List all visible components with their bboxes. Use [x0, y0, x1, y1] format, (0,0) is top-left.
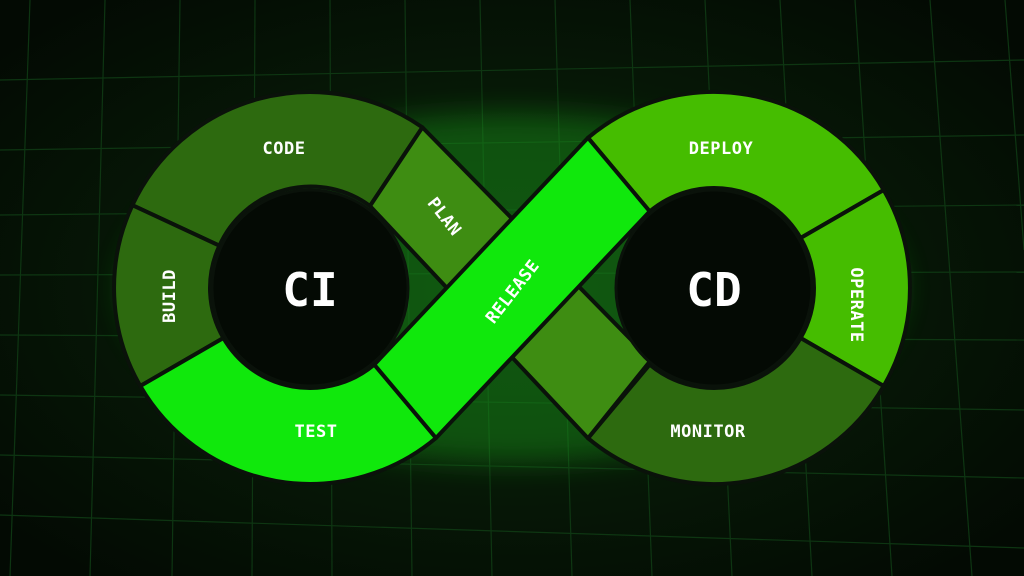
code-label: CODE: [263, 139, 306, 159]
cd-hole: [614, 188, 814, 388]
segment-test: [138, 336, 438, 486]
operate-label: OPERATE: [846, 267, 866, 342]
segment-operate: [798, 188, 912, 388]
ci-hole: [210, 188, 410, 388]
build-label: BUILD: [160, 269, 180, 323]
segment-code: [130, 90, 425, 248]
test-label: TEST: [295, 422, 338, 442]
ci-label: CI: [282, 263, 337, 317]
segment-monitor: [586, 336, 886, 487]
segment-deploy: [586, 89, 886, 240]
cd-label: CD: [686, 263, 741, 317]
deploy-label: DEPLOY: [689, 139, 754, 159]
segment-build: [112, 203, 226, 388]
segment-release: [372, 135, 652, 440]
infinity-loop: [112, 89, 912, 487]
monitor-label: MONITOR: [670, 422, 745, 442]
